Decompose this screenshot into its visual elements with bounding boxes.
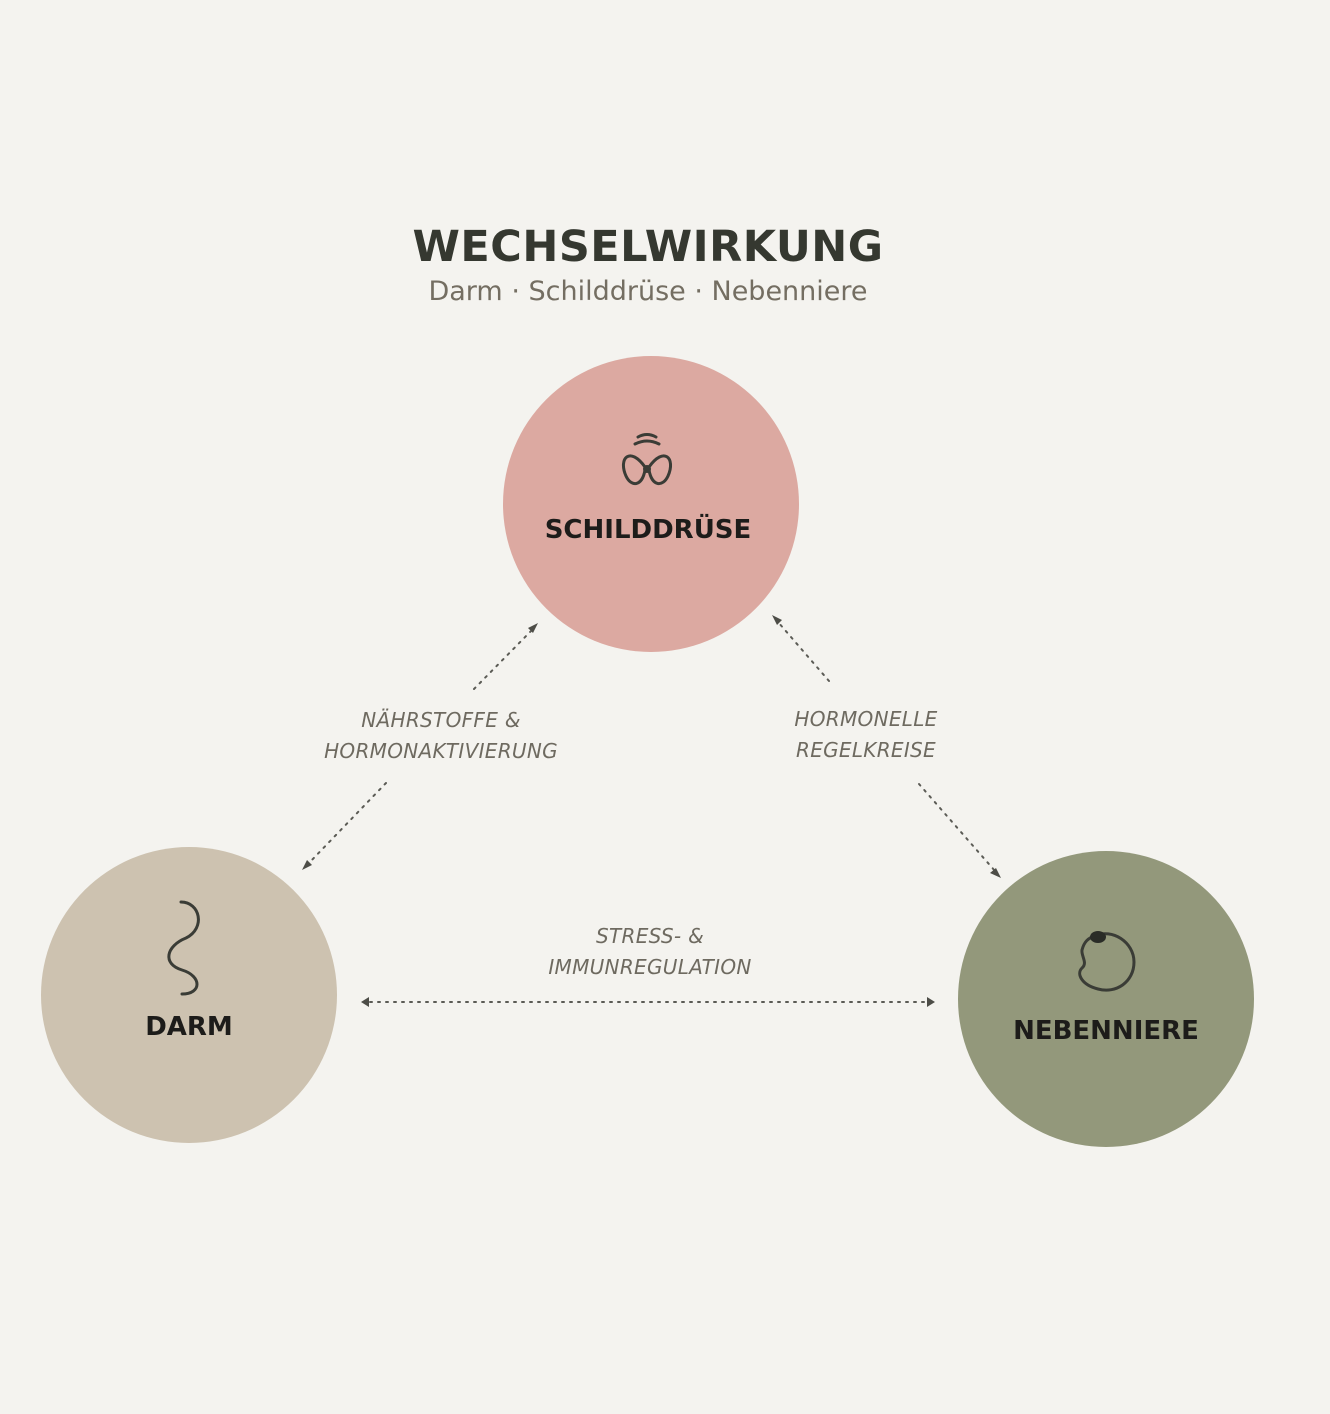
node-schilddruese-label: SCHILDDRÜSE <box>545 512 752 545</box>
edge-schilddruese-nebenniere: HORMONELLE REGELKREISE <box>772 615 1001 878</box>
intestine-icon <box>167 900 200 996</box>
node-darm: DARM <box>41 847 337 1143</box>
node-nebenniere: NEBENNIERE <box>958 851 1254 1147</box>
arrow-head <box>302 860 312 870</box>
node-schilddruese: SCHILDDRÜSE <box>503 356 799 652</box>
edge-schilddruese-nebenniere-connector-upper <box>777 621 830 682</box>
edge-darm-nebenniere-label-line2: IMMUNREGULATION <box>548 955 751 979</box>
edge-schilddruese-nebenniere-label-line1: HORMONELLE <box>794 707 937 731</box>
node-schilddruese-circle <box>503 356 799 652</box>
edge-schilddruese-nebenniere-connector-lower <box>918 783 996 872</box>
edge-darm-nebenniere-label-line1: STRESS- & <box>596 924 704 948</box>
arrow-head <box>361 997 369 1007</box>
arrow-head <box>528 623 538 633</box>
adrenal-gland-icon <box>1078 931 1136 992</box>
arrow-head <box>772 615 782 625</box>
node-nebenniere-label: NEBENNIERE <box>1013 1016 1199 1046</box>
edge-darm-schilddruese: NÄHRSTOFFE & HORMONAKTIVIERUNG <box>302 623 558 870</box>
diagram-title: WECHSELWIRKUNG <box>412 222 884 272</box>
arrow-head <box>927 997 935 1007</box>
node-darm-label: DARM <box>145 1012 233 1042</box>
node-darm-circle <box>41 847 337 1143</box>
edge-darm-schilddruese-label-line2: HORMONAKTIVIERUNG <box>324 739 558 763</box>
edge-darm-schilddruese-connector-lower <box>308 782 387 864</box>
arrow-head <box>990 868 1001 878</box>
edge-schilddruese-nebenniere-label-line2: REGELKREISE <box>796 738 936 762</box>
edge-darm-nebenniere: STRESS- & IMMUNREGULATION <box>361 924 935 1007</box>
thyroid-icon <box>621 433 673 485</box>
edge-darm-schilddruese-connector-upper <box>473 629 533 690</box>
node-nebenniere-circle <box>958 851 1254 1147</box>
diagram-subtitle: Darm · Schilddrüse · Nebenniere <box>428 276 868 307</box>
edge-darm-schilddruese-label-line1: NÄHRSTOFFE & <box>361 708 520 732</box>
